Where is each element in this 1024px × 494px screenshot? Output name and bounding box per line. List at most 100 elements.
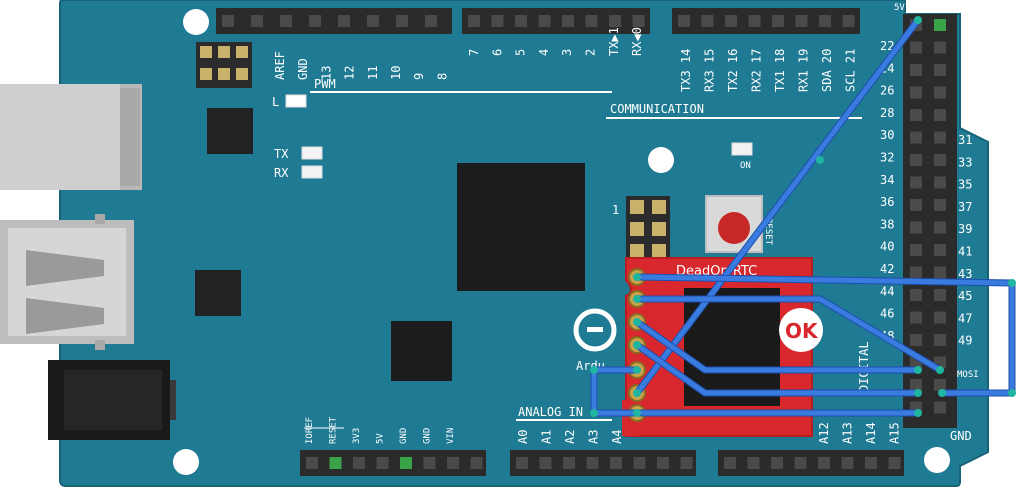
header-pin[interactable]: [794, 457, 807, 469]
header-pin[interactable]: [934, 199, 946, 211]
header-pin[interactable]: [539, 457, 552, 469]
header-pin[interactable]: [306, 457, 318, 469]
header-pin[interactable]: [818, 457, 830, 469]
header-pin[interactable]: [910, 311, 922, 324]
header-pin[interactable]: [367, 15, 379, 27]
header-pin[interactable]: [934, 221, 946, 234]
pin-label: 30: [880, 128, 894, 142]
header-pin[interactable]: [447, 457, 459, 469]
header-pin[interactable]: [771, 457, 783, 469]
header-pin[interactable]: [747, 457, 760, 469]
header-pin[interactable]: [910, 176, 922, 189]
header-pin[interactable]: [841, 457, 854, 469]
header-pin[interactable]: [934, 154, 946, 166]
header-pin[interactable]: [934, 289, 946, 301]
bottom-header-analog-right: [718, 450, 904, 476]
header-pin[interactable]: [910, 41, 922, 54]
header-pin[interactable]: [680, 457, 693, 469]
header-pin[interactable]: [353, 457, 365, 469]
header-pin[interactable]: [934, 131, 946, 144]
header-pin[interactable]: [338, 15, 350, 27]
header-pin[interactable]: [865, 457, 877, 469]
pin-label: SDA 20: [820, 49, 834, 92]
pin-label: 4: [537, 49, 551, 56]
reset-label: RESET: [763, 218, 773, 246]
icsp-header-left: [196, 42, 252, 88]
wire-endpoint: [914, 389, 922, 397]
header-pin[interactable]: [516, 457, 528, 469]
icsp-pin1-label: 1: [612, 203, 619, 217]
header-pin[interactable]: [795, 15, 808, 27]
header-pin[interactable]: [934, 86, 946, 99]
header-pin[interactable]: [910, 266, 922, 279]
header-pin[interactable]: [910, 289, 922, 301]
header-pin[interactable]: [538, 15, 551, 27]
pin-label: A15: [888, 422, 902, 444]
header-pin[interactable]: [910, 199, 922, 211]
header-pin[interactable]: [633, 457, 646, 469]
header-pin[interactable]: [609, 15, 621, 27]
pin-label: 5: [514, 49, 528, 56]
header-pin[interactable]: [632, 15, 645, 27]
header-pin[interactable]: [910, 86, 922, 99]
header-pin[interactable]: [910, 334, 922, 346]
header-pin[interactable]: [934, 266, 946, 279]
arduino-logo-icon: [573, 308, 617, 352]
pin-label: 33: [958, 155, 972, 169]
header-pin[interactable]: [610, 457, 622, 469]
header-pin[interactable]: [563, 457, 575, 469]
pin-label: 32: [880, 151, 894, 165]
header-pin[interactable]: [470, 457, 483, 469]
header-pin[interactable]: [678, 15, 690, 27]
header-pin[interactable]: [910, 64, 922, 76]
header-pin[interactable]: [491, 15, 504, 27]
header-pin[interactable]: [934, 334, 946, 346]
header-pin[interactable]: [701, 15, 714, 27]
header-pin[interactable]: [910, 221, 922, 234]
header-pin[interactable]: [934, 109, 946, 121]
header-pin[interactable]: [657, 457, 669, 469]
header-pin[interactable]: [423, 457, 436, 469]
header-pin[interactable]: [888, 457, 901, 469]
header-pin[interactable]: [222, 15, 234, 27]
header-pin[interactable]: [934, 64, 946, 76]
header-pin-active[interactable]: [329, 457, 342, 469]
header-pin[interactable]: [515, 15, 527, 27]
header-pin[interactable]: [724, 457, 736, 469]
header-pin[interactable]: [309, 15, 321, 27]
header-pin[interactable]: [910, 131, 922, 144]
header-pin[interactable]: [934, 311, 946, 324]
header-pin[interactable]: [910, 379, 922, 391]
header-pin[interactable]: [819, 15, 831, 27]
header-pin-active[interactable]: [400, 457, 412, 469]
wire-endpoints: [590, 16, 1016, 417]
header-pin[interactable]: [251, 15, 263, 27]
header-pin[interactable]: [280, 15, 292, 27]
header-pin[interactable]: [396, 15, 408, 27]
header-pin[interactable]: [934, 41, 946, 54]
pin-label: 3V3: [352, 428, 362, 444]
header-pin[interactable]: [772, 15, 784, 27]
header-pin[interactable]: [842, 15, 855, 27]
header-pin[interactable]: [910, 244, 922, 256]
header-pin[interactable]: [425, 15, 437, 27]
header-pin[interactable]: [910, 109, 922, 121]
wire-endpoint: [938, 389, 946, 397]
header-pin[interactable]: [376, 457, 389, 469]
header-pin[interactable]: [468, 15, 480, 27]
header-pin[interactable]: [934, 379, 946, 391]
header-pin[interactable]: [934, 244, 946, 256]
header-pin[interactable]: [586, 457, 599, 469]
header-pin[interactable]: [562, 15, 574, 27]
header-pin[interactable]: [748, 15, 761, 27]
pin-label: A1: [540, 430, 554, 444]
header-pin[interactable]: [934, 19, 946, 31]
pin-label: 43: [958, 267, 972, 281]
wire-endpoint: [1008, 389, 1016, 397]
header-pin[interactable]: [910, 154, 922, 166]
header-pin[interactable]: [725, 15, 737, 27]
header-pin[interactable]: [934, 176, 946, 189]
header-pin[interactable]: [934, 401, 946, 414]
header-pin[interactable]: [585, 15, 598, 27]
pin-label: SCL 21: [844, 49, 858, 92]
